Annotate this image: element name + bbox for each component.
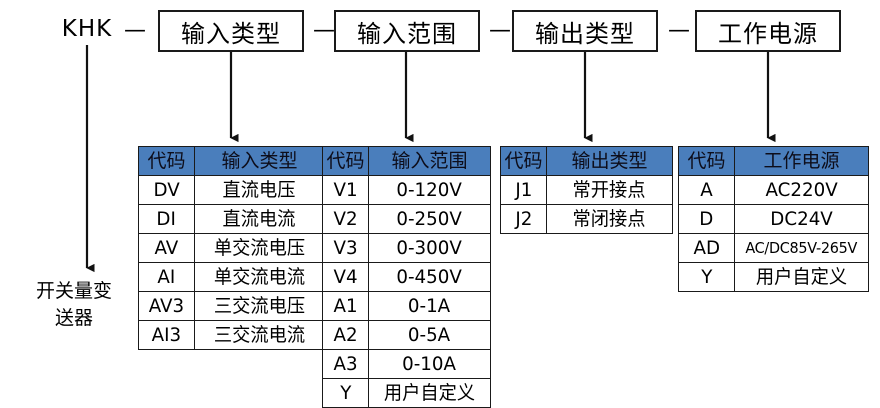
cell-code: V3	[322, 233, 369, 263]
cell-value: 0-5A	[368, 320, 491, 350]
cell-code: DI	[138, 204, 195, 234]
cell-code: A1	[322, 291, 369, 321]
cell-code: AI	[138, 262, 195, 292]
segment-box-input-range: 输入范围	[334, 10, 480, 52]
cell-value: 单交流电流	[194, 262, 325, 292]
cell-value: 0-1A	[368, 291, 491, 321]
separator-dash-2: —	[313, 18, 335, 43]
cell-value: DC24V	[734, 204, 869, 234]
table-header-row: 代码输入范围	[322, 146, 491, 176]
column-header-value: 输出类型	[546, 146, 673, 176]
cell-value: 0-250V	[368, 204, 491, 234]
column-header-value: 输入范围	[368, 146, 491, 176]
column-header-code: 代码	[678, 146, 735, 176]
cell-code: V4	[322, 262, 369, 292]
segment-box-input-type: 输入类型	[158, 10, 304, 52]
separator-dash-3: —	[489, 18, 511, 43]
cell-code: Y	[678, 262, 735, 292]
cell-code: AD	[678, 233, 735, 263]
column-header-value: 工作电源	[734, 146, 869, 176]
cell-code: DV	[138, 175, 195, 205]
separator-dash-4: —	[668, 18, 690, 43]
model-prefix: KHK	[61, 16, 113, 42]
cell-value: 直流电流	[194, 204, 325, 234]
cell-value: 直流电压	[194, 175, 325, 205]
table-header-row: 代码输出类型	[500, 146, 673, 176]
cell-value: 0-120V	[368, 175, 491, 205]
column-header-code: 代码	[500, 146, 547, 176]
column-header-value: 输入类型	[194, 146, 325, 176]
product-category-label-line2: 送器	[54, 307, 93, 329]
cell-code: V2	[322, 204, 369, 234]
cell-value: 0-300V	[368, 233, 491, 263]
cell-value: 三交流电流	[194, 320, 325, 350]
cell-code: Y	[322, 378, 369, 408]
cell-code: A3	[322, 349, 369, 379]
cell-code: AV	[138, 233, 195, 263]
cell-value: 用户自定义	[734, 262, 869, 292]
cell-value: AC220V	[734, 175, 869, 205]
segment-box-power-supply: 工作电源	[695, 10, 841, 52]
cell-code: A2	[322, 320, 369, 350]
cell-code: A	[678, 175, 735, 205]
table-header-row: 代码工作电源	[678, 146, 869, 176]
cell-value: 常闭接点	[546, 204, 673, 234]
table-header-row: 代码输入类型	[138, 146, 325, 176]
column-header-code: 代码	[322, 146, 369, 176]
cell-code: V1	[322, 175, 369, 205]
cell-code: AV3	[138, 291, 195, 321]
cell-code: J2	[500, 204, 547, 234]
segment-box-output-type: 输出类型	[512, 10, 658, 52]
cell-value: 0-450V	[368, 262, 491, 292]
product-category-label-line1: 开关量变	[35, 280, 112, 302]
product-category-label: 开关量变 送器	[18, 278, 130, 332]
separator-dash-1: —	[124, 18, 146, 43]
cell-code: AI3	[138, 320, 195, 350]
cell-code: D	[678, 204, 735, 234]
cell-value: 常开接点	[546, 175, 673, 205]
cell-value: 0-10A	[368, 349, 491, 379]
cell-value: 单交流电压	[194, 233, 325, 263]
column-header-code: 代码	[138, 146, 195, 176]
cell-value: 三交流电压	[194, 291, 325, 321]
cell-value: AC/DC85V-265V	[734, 233, 869, 263]
cell-code: J1	[500, 175, 547, 205]
cell-value: 用户自定义	[368, 378, 491, 408]
